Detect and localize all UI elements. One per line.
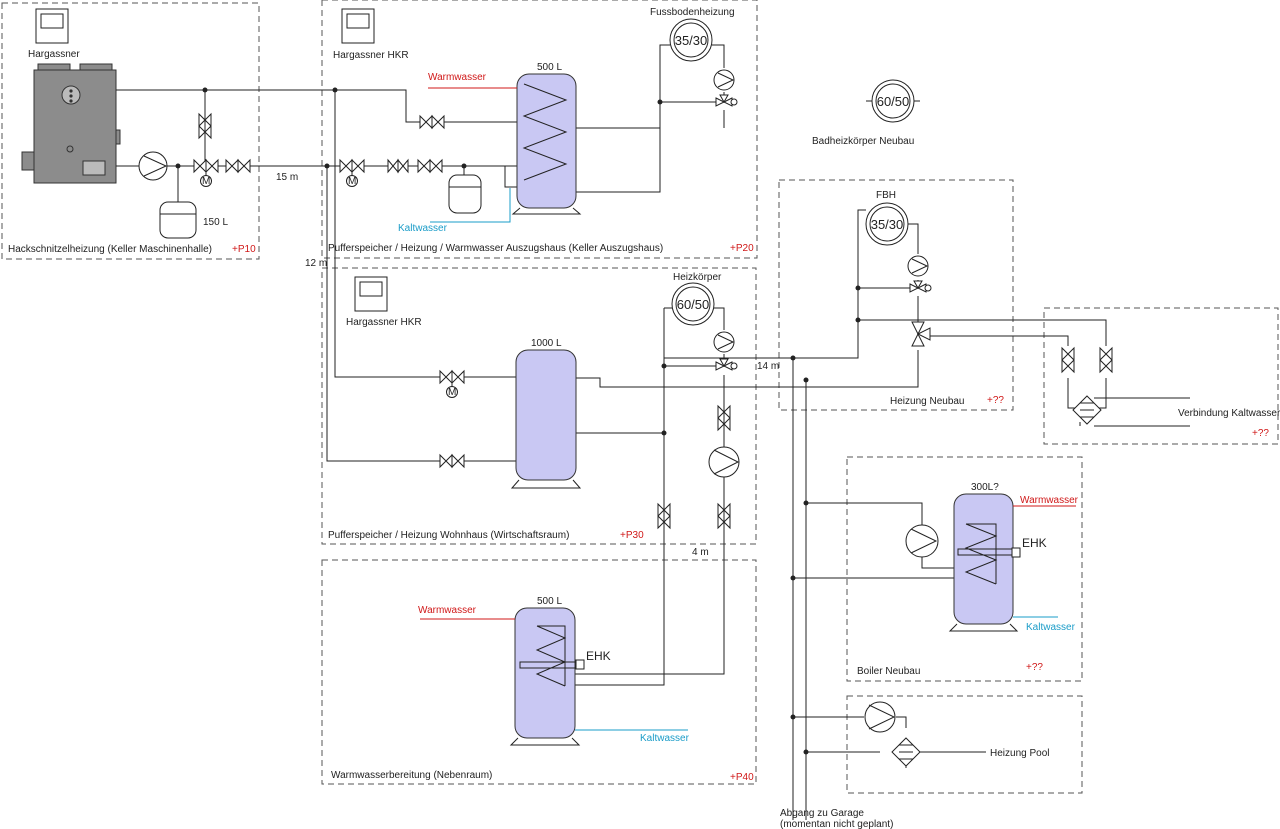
circuit-badge — [669, 18, 920, 326]
heat-exchanger-icon — [891, 395, 1102, 767]
zone-p20-label: Pufferspeicher / Heizung / Warmwasser Au… — [328, 243, 663, 254]
zone-p40-label: Warmwasserbereitung (Nebenraum) — [331, 770, 492, 781]
zone-kaltwasser-label: Verbindung Kaltwasser — [1178, 408, 1280, 419]
valves — [193, 112, 1113, 530]
controller-icon — [35, 8, 69, 44]
zone-p30-code: +P30 — [620, 530, 644, 541]
zone-neubau-frame — [778, 179, 1014, 411]
zone-p30-label: Pufferspeicher / Heizung Wohnhaus (Wirts… — [328, 530, 569, 541]
zone-p40-code: +P40 — [730, 772, 754, 783]
zone-p20-code: +P20 — [730, 243, 754, 254]
circuit-label-badheizkoerper: Badheizkörper Neubau — [812, 136, 914, 147]
buffer-tank-500 — [511, 73, 582, 215]
cold-water-label: Kaltwasser — [640, 733, 690, 744]
zone-p10-frame — [1, 2, 260, 260]
zone-p40-frame — [321, 559, 757, 785]
distance-label: 14 m — [757, 361, 779, 372]
circuit-temp-fbh-auszug: 35/30 — [675, 33, 708, 48]
circuit-temp-hk-wohn: 60/50 — [677, 297, 710, 312]
controller-label-p20: Hargassner HKR — [333, 50, 409, 61]
tank-volume-p40: 500 L — [537, 596, 562, 607]
hot-water-label: Warmwasser — [418, 605, 477, 616]
hot-water-tank-500 — [509, 607, 585, 746]
cold-water-label: Kaltwasser — [1026, 622, 1076, 633]
controller-label-p10: Hargassner — [28, 49, 80, 60]
circuit-label-fussboden: Fussbodenheizung — [650, 7, 735, 18]
circuit-temp-bad-neubau: 60/50 — [877, 94, 910, 109]
circuit-label-heizkoerper: Heizkörper — [673, 272, 722, 283]
pump-icon — [138, 69, 939, 733]
zone-boiler-code: +?? — [1026, 662, 1043, 673]
zone-kaltwasser-frame — [1043, 307, 1279, 445]
cold-water-label: Kaltwasser — [398, 223, 448, 234]
tank-volume-p20: 500 L — [537, 62, 562, 73]
motor-valve-icon — [200, 172, 458, 398]
buffer-tank-1000 — [510, 349, 582, 489]
zone-pool-label: Heizung Pool — [990, 748, 1049, 759]
electric-heater-label: EHK — [586, 649, 611, 663]
distance-label: 12 m — [305, 258, 327, 269]
controller-icon — [341, 8, 375, 44]
zone-p20-frame — [321, 0, 758, 259]
hot-water-tank-300 — [948, 493, 1021, 632]
mixing-valve-icon — [715, 94, 932, 371]
garage-outlet-note: (momentan nicht geplant) — [780, 819, 893, 829]
motor-label: M — [448, 387, 456, 398]
wood-chip-boiler — [21, 63, 121, 184]
zone-p10-code: +P10 — [232, 244, 256, 255]
hot-water-label: Warmwasser — [1020, 495, 1079, 506]
zone-frames — [1, 0, 1279, 794]
piping — [116, 44, 1190, 820]
controller-icon — [354, 276, 388, 312]
distance-label: 4 m — [692, 547, 709, 558]
cold-water-line — [430, 188, 511, 223]
zone-neubau-label: Heizung Neubau — [890, 396, 965, 407]
controller-label-p30: Hargassner HKR — [346, 317, 422, 328]
tank-volume-boiler: 300L? — [971, 482, 999, 493]
hot-water-label: Warmwasser — [428, 72, 487, 83]
electric-heater-label: EHK — [1022, 536, 1047, 550]
circuit-temp-fbh-neubau: 35/30 — [871, 217, 904, 232]
zone-p10-label: Hackschnitzelheizung (Keller Maschinenha… — [8, 244, 212, 255]
garage-outlet-label: Abgang zu Garage — [780, 808, 864, 819]
motor-label: M — [348, 176, 356, 187]
distance-label: 15 m — [276, 172, 298, 183]
tank-volume-p30: 1000 L — [531, 338, 562, 349]
motor-label: M — [202, 176, 210, 187]
zone-pool-frame — [846, 695, 1083, 794]
zone-boiler-frame — [846, 456, 1083, 682]
circuit-label-fbh: FBH — [876, 190, 896, 201]
expansion-tank — [159, 174, 482, 239]
zone-p30-frame — [321, 267, 757, 545]
zone-neubau-code: +?? — [987, 395, 1004, 406]
expansion-tank-volume: 150 L — [203, 217, 228, 228]
zone-boiler-label: Boiler Neubau — [857, 666, 920, 677]
zone-kaltwasser-code: +?? — [1252, 428, 1269, 439]
